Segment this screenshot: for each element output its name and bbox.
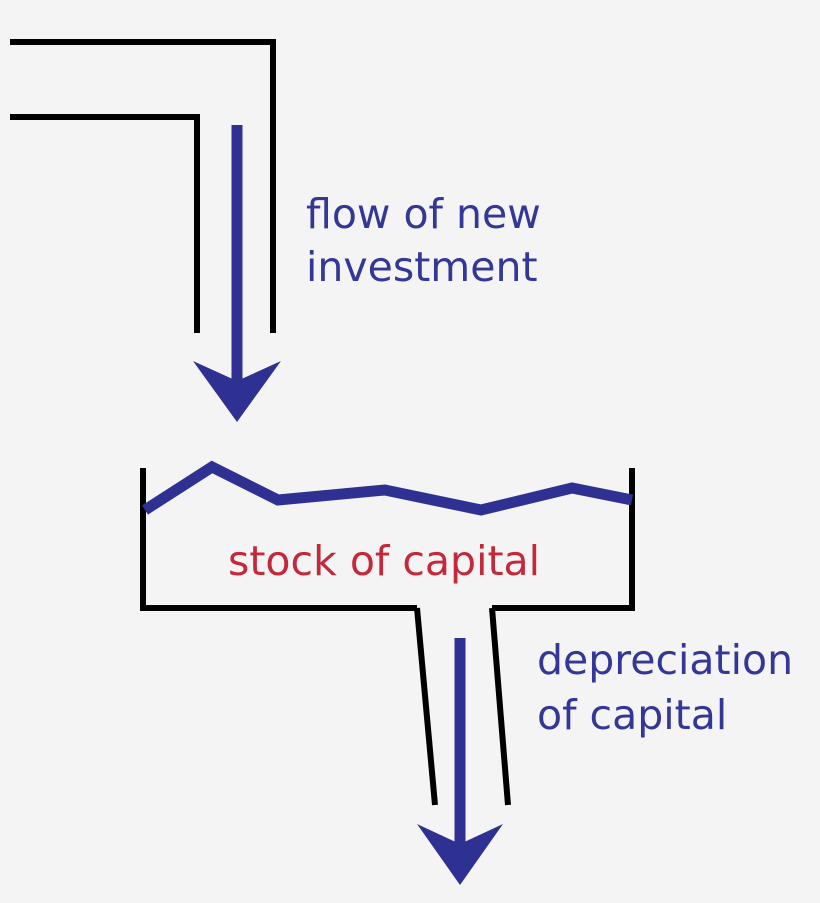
inflow-arrow (193, 125, 281, 422)
outflow-label-line-2: of capital (537, 691, 727, 739)
capital-tank (140, 468, 635, 611)
inflow-label-line-2: investment (306, 243, 538, 291)
inflow-pipe (10, 39, 276, 333)
inflow-label-line-1: flow of new (306, 190, 541, 238)
outflow-pipe-right-wall (489, 607, 511, 806)
outflow-pipe (414, 607, 511, 806)
outflow-pipe-left-wall (414, 607, 438, 806)
inflow-arrow-head (193, 361, 281, 422)
tank-left-and-bottom-left (140, 468, 417, 611)
inflow-pipe-outer-wall (10, 39, 276, 333)
inflow-pipe-inner-wall (10, 114, 200, 333)
outflow-label: depreciation of capital (537, 636, 793, 739)
capital-level-line (142, 460, 634, 516)
tank-right-and-bottom-right (492, 468, 635, 611)
tank-label: stock of capital (228, 537, 540, 585)
inflow-label: flow of new investment (306, 190, 541, 291)
outflow-label-line-1: depreciation (537, 636, 793, 684)
outflow-arrow-head (417, 824, 503, 885)
outflow-arrow (417, 638, 503, 885)
